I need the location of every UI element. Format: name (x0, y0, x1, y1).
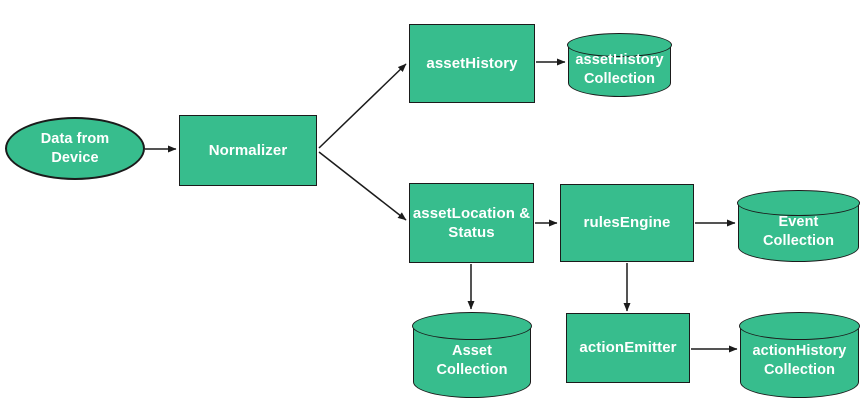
node-asset-history: assetHistory (409, 24, 535, 103)
node-action-emitter: actionEmitter (566, 313, 690, 383)
node-label: Event Collection (762, 213, 835, 249)
node-rules-engine: rulesEngine (560, 184, 694, 262)
node-label: Normalizer (208, 141, 288, 159)
node-event-collection: Event Collection (737, 190, 860, 262)
node-label: actionEmitter (579, 339, 677, 357)
node-label: rulesEngine (583, 214, 671, 232)
node-asset-location-status: assetLocation & Status (409, 183, 534, 263)
node-normalizer: Normalizer (179, 115, 317, 186)
node-label: assetHistory (426, 54, 518, 72)
node-label: assetHistory Collection (575, 52, 664, 87)
node-asset-history-collection: assetHistory Collection (567, 33, 672, 97)
edge-normalizer-to-assetlocation (318, 151, 407, 221)
node-label: actionHistory Collection (752, 343, 847, 378)
node-data-from-device: Data from Device (5, 117, 145, 180)
node-asset-collection: Asset Collection (412, 312, 532, 398)
edge-normalizer-to-assethistory (318, 63, 407, 149)
node-label: assetLocation & Status (412, 204, 531, 242)
node-action-history-collection: actionHistory Collection (739, 312, 860, 398)
node-label: Data from Device (40, 130, 110, 166)
node-label: Asset Collection (436, 343, 508, 378)
